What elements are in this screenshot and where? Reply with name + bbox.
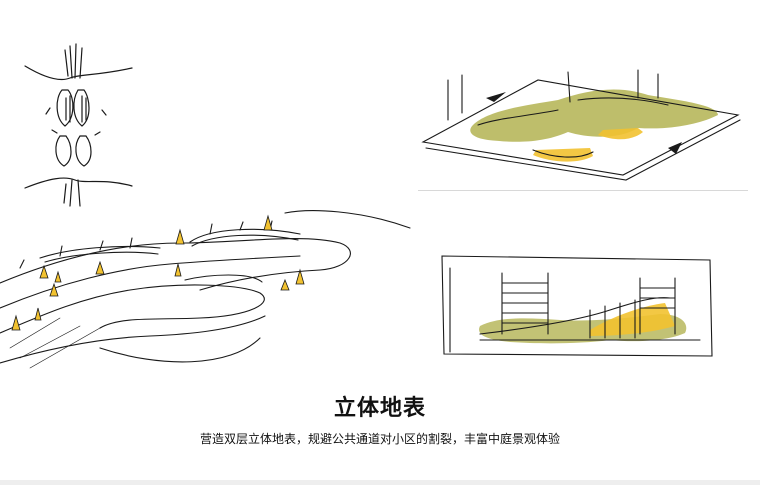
bottom-bar (0, 480, 760, 485)
panel-divider (418, 190, 748, 191)
organic-growth-sketch (20, 38, 135, 208)
section-sketch (440, 248, 720, 360)
caption-subtitle: 营造双层立体地表，规避公共通道对小区的割裂，丰富中庭景观体验 (0, 430, 760, 447)
caption-title: 立体地表 (0, 390, 760, 422)
tilted-plate-sketch (418, 70, 748, 190)
aerial-perspective-sketch (0, 198, 420, 376)
